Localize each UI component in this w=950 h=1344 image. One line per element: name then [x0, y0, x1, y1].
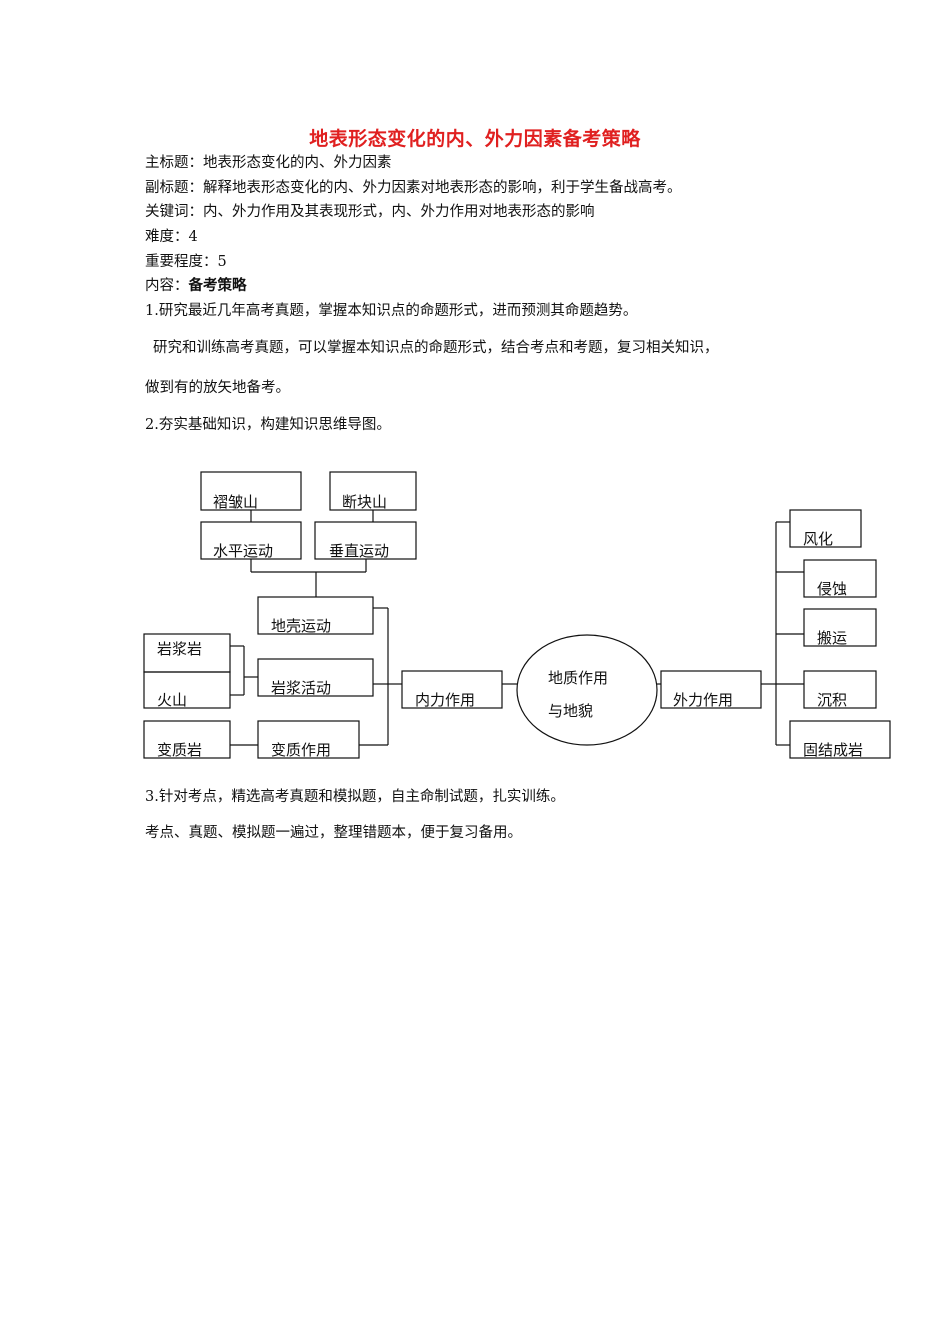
section-3-body: 考点、真题、模拟题一遍过，整理错题本，便于复习备用。: [145, 825, 522, 841]
keywords-line: 关键词：内、外力作用及其表现形式，内、外力作用对地表形态的影响: [145, 204, 595, 220]
label-volcano: 火山: [157, 691, 187, 709]
label-weathering: 风化: [803, 530, 833, 548]
page-title: 地表形态变化的内、外力因素备考策略: [309, 128, 641, 150]
box-lithification: [789, 720, 891, 759]
box-metamorphic-rock: [143, 720, 231, 759]
section-1-body-1: 研究和训练高考真题，可以掌握本知识点的命题形式，结合考点和考题，复习相关知识，: [153, 340, 719, 356]
section-2-heading: 2.夯实基础知识，构建知识思维导图。: [145, 417, 391, 433]
label-vertical-movement: 垂直运动: [329, 542, 389, 560]
label-lithification: 固结成岩: [803, 741, 863, 759]
box-volcano: [143, 671, 231, 709]
section-1-body-2: 做到有的放矢地备考。: [145, 380, 290, 396]
section-1-heading: 1.研究最近几年高考真题，掌握本知识点的命题形式，进而预测其命题趋势。: [145, 303, 638, 319]
box-internal-force: [401, 670, 503, 709]
box-weathering: [789, 509, 862, 548]
label-magmatic-rock: 岩浆岩: [157, 640, 202, 658]
label-center-2: 与地貌: [548, 702, 593, 720]
difficulty-line: 难度：4: [145, 229, 198, 245]
content-value: 备考策略: [188, 278, 247, 294]
box-external-force: [660, 670, 762, 709]
box-deposition: [803, 670, 877, 709]
main-title-line: 主标题：地表形态变化的内、外力因素: [145, 155, 392, 171]
label-external-force: 外力作用: [673, 691, 733, 709]
content-label: 内容：: [145, 278, 189, 294]
box-transport: [803, 608, 877, 647]
label-fault-block-mountain: 断块山: [342, 493, 387, 511]
label-center-1: 地质作用: [548, 669, 608, 687]
label-crustal-movement: 地壳运动: [271, 617, 331, 635]
label-transport: 搬运: [817, 629, 847, 647]
section-3-heading: 3.针对考点，精选高考真题和模拟题，自主命制试题，扎实训练。: [145, 789, 565, 805]
box-metamorphism: [257, 720, 360, 759]
label-erosion: 侵蚀: [817, 580, 847, 598]
label-deposition: 沉积: [817, 691, 847, 709]
label-horizontal-movement: 水平运动: [213, 542, 273, 560]
box-erosion: [803, 559, 877, 598]
label-magma-activity: 岩浆活动: [271, 679, 331, 697]
label-fold-mountain: 褶皱山: [213, 493, 258, 511]
center-ellipse: [516, 634, 658, 746]
label-metamorphic-rock: 变质岩: [157, 741, 202, 759]
importance-line: 重要程度：5: [145, 254, 227, 270]
label-metamorphism: 变质作用: [271, 741, 331, 759]
label-internal-force: 内力作用: [415, 691, 475, 709]
content-line: 内容：备考策略: [145, 276, 247, 296]
subtitle-line: 副标题：解释地表形态变化的内、外力因素对地表形态的影响，利于学生备战高考。: [145, 180, 682, 196]
